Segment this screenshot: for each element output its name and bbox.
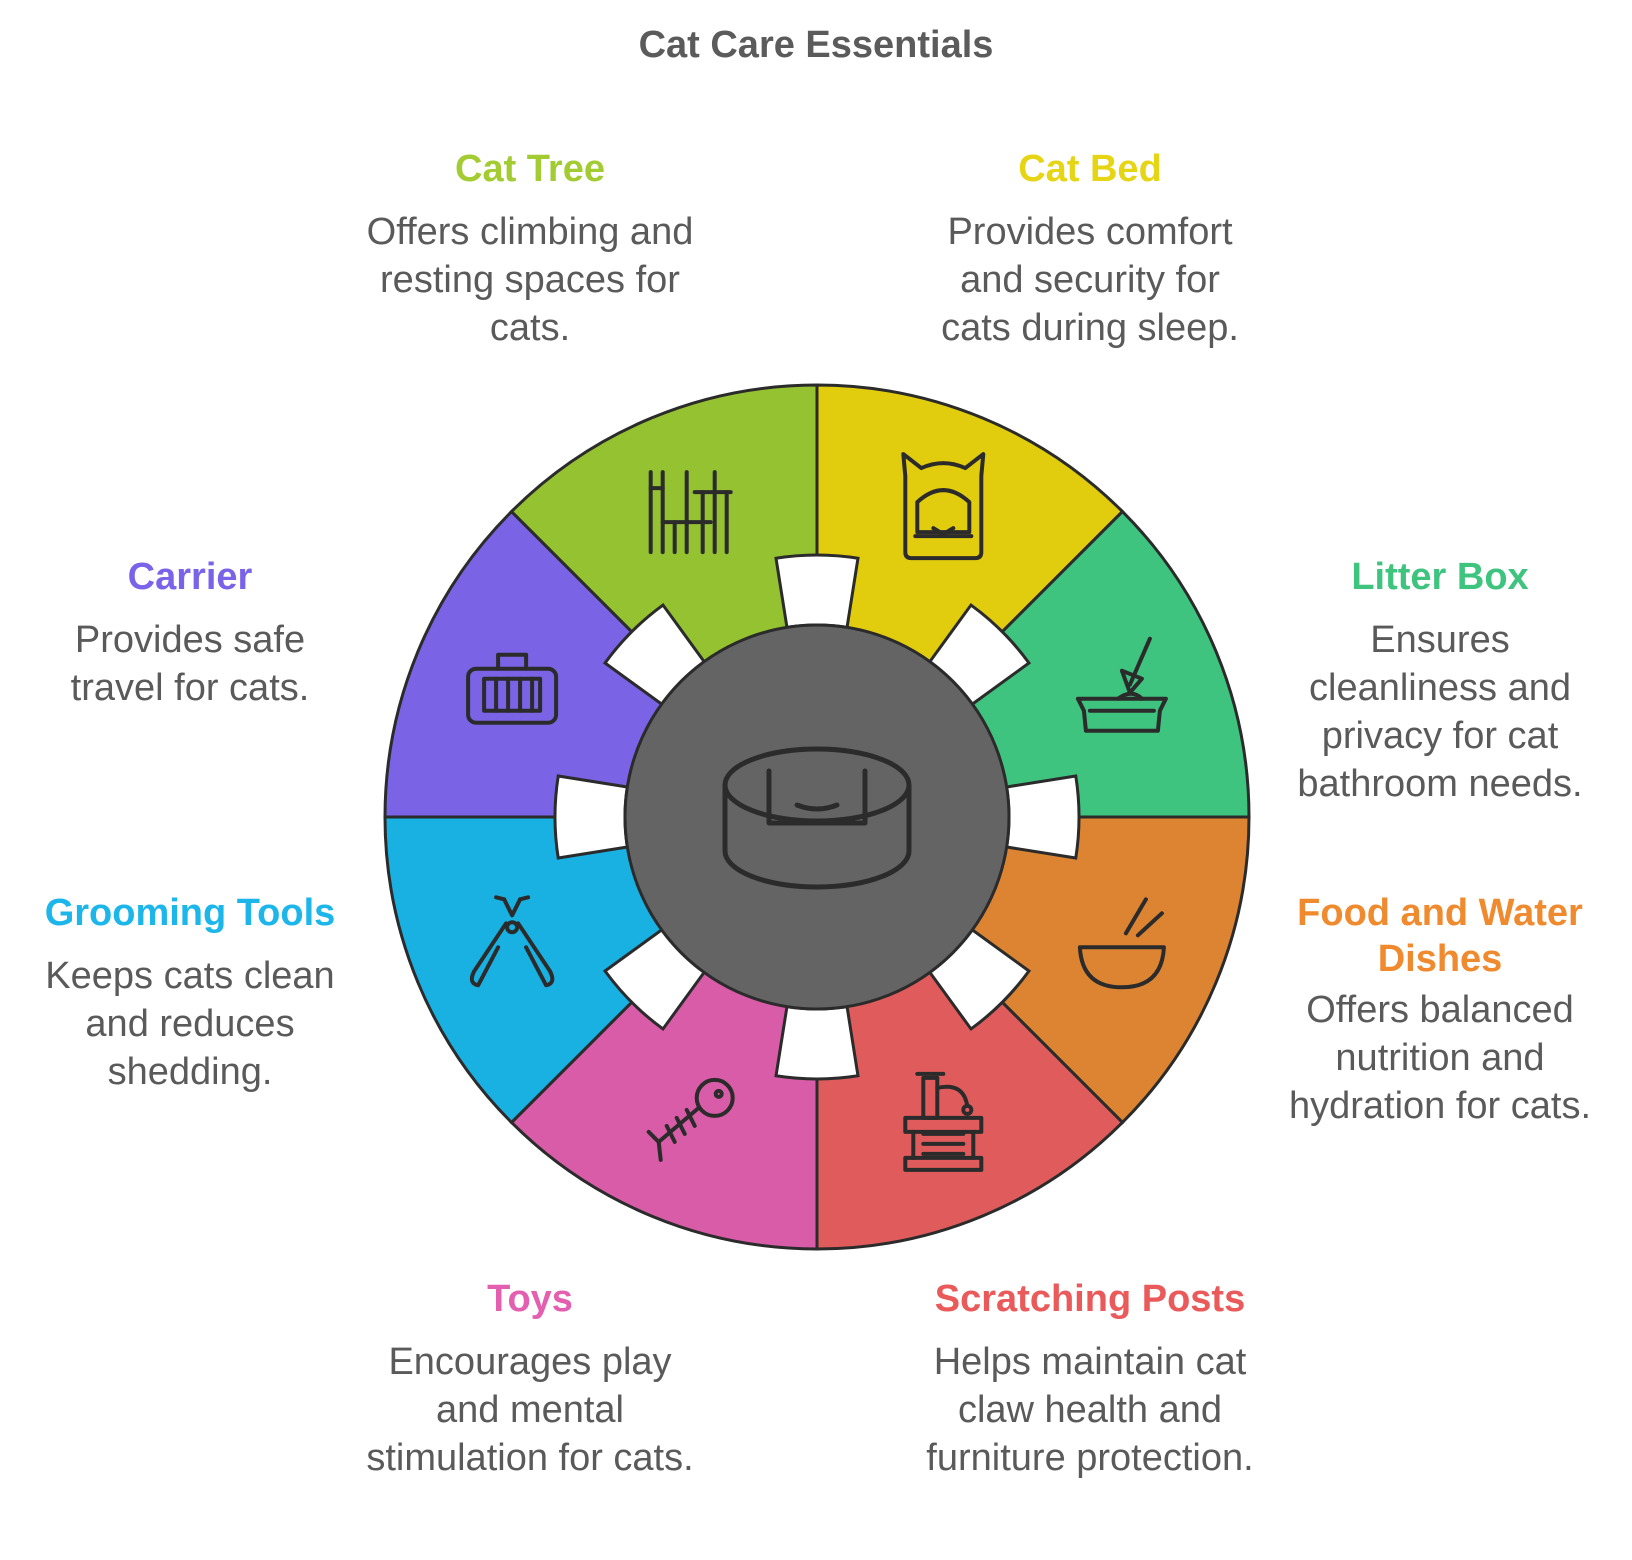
- fish-toy-icon: [646, 1077, 735, 1162]
- label-cat-bed: Cat Bed Provides comfort and security fo…: [920, 146, 1260, 352]
- food-bowl-icon: [1077, 897, 1166, 990]
- diagram-title: Cat Care Essentials: [638, 24, 994, 66]
- desc-toys: Encourages play and mental stimulation f…: [366, 1341, 694, 1479]
- desc-cat-tree: Offers climbing and resting spaces for c…: [366, 211, 694, 349]
- title-cat-bed: Cat Bed: [1018, 148, 1162, 190]
- title-grooming-tools: Grooming Tools: [44, 892, 336, 934]
- label-carrier: Carrier Provides safe travel for cats.: [40, 554, 340, 712]
- label-grooming-tools: Grooming Tools Keeps cats clean and redu…: [20, 890, 360, 1096]
- desc-grooming-tools: Keeps cats clean and reduces shedding.: [45, 955, 335, 1093]
- title-carrier: Carrier: [127, 556, 253, 598]
- connector-tab: [774, 553, 860, 630]
- desc-carrier: Provides safe travel for cats.: [70, 619, 310, 709]
- scratching-post-icon: [903, 1071, 984, 1172]
- desc-scratching-posts: Helps maintain cat claw health and furni…: [926, 1341, 1254, 1479]
- center-hub: [623, 623, 1011, 1011]
- label-scratching-posts: Scratching Posts Helps maintain cat claw…: [920, 1276, 1260, 1482]
- title-cat-tree: Cat Tree: [455, 148, 605, 190]
- nail-clipper-icon: [469, 895, 555, 988]
- cat-bed-icon: [901, 452, 986, 561]
- title-scratching-posts: Scratching Posts: [934, 1278, 1246, 1320]
- cat-bowl-icon: [722, 746, 912, 890]
- title-litter-box: Litter Box: [1351, 556, 1529, 598]
- desc-food-water: Offers balanced nutrition and hydration …: [1288, 989, 1592, 1127]
- label-litter-box: Litter Box Ensures cleanliness and priva…: [1280, 554, 1600, 808]
- cat-tree-icon: [648, 470, 733, 555]
- carrier-icon: [466, 652, 559, 725]
- label-food-water: Food and Water Dishes Offers balanced nu…: [1270, 890, 1610, 1130]
- desc-litter-box: Ensures cleanliness and privacy for cat …: [1297, 619, 1583, 805]
- title-toys: Toys: [487, 1278, 573, 1320]
- litter-box-icon: [1075, 636, 1168, 733]
- label-cat-tree: Cat Tree Offers climbing and resting spa…: [360, 146, 700, 352]
- connector-tab: [774, 1004, 860, 1081]
- connector-tab: [1004, 774, 1081, 860]
- connector-tab: [553, 774, 630, 860]
- desc-cat-bed: Provides comfort and security for cats d…: [941, 211, 1239, 349]
- label-toys: Toys Encourages play and mental stimulat…: [360, 1276, 700, 1482]
- title-food-water: Food and Water Dishes: [1297, 892, 1583, 980]
